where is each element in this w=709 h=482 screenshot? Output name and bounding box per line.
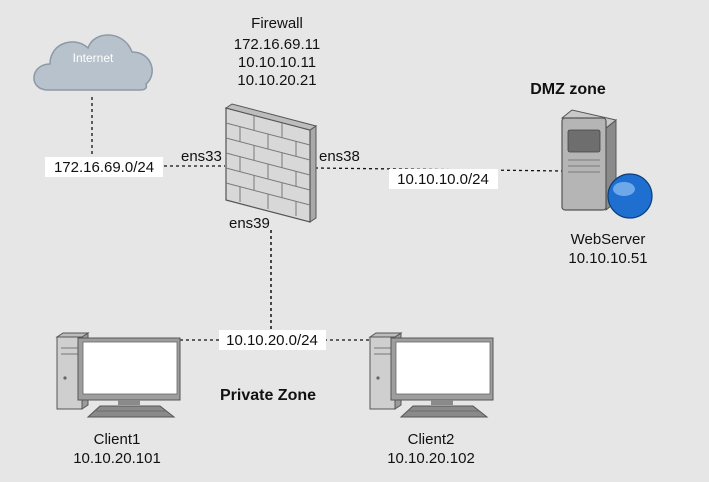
client2-name: Client2	[408, 431, 455, 448]
firewall-ip-1: 172.16.69.11	[234, 36, 320, 53]
firewall-ip-2: 10.10.10.11	[238, 54, 316, 71]
computer-icon	[368, 332, 494, 418]
private-zone-label: Private Zone	[220, 387, 316, 404]
client1-name: Client1	[94, 431, 141, 448]
interface-ens39-label: ens39	[229, 215, 270, 232]
firewall-ip-3: 10.10.20.21	[237, 72, 316, 89]
firewall-icon	[224, 103, 318, 223]
interface-ens38-label: ens38	[319, 148, 360, 165]
interface-ens33-label: ens33	[181, 148, 222, 165]
webserver-ip: 10.10.10.51	[568, 250, 647, 267]
dmz-zone-label: DMZ zone	[530, 81, 606, 98]
webserver-name: WebServer	[571, 231, 646, 248]
client2-ip: 10.10.20.102	[387, 450, 475, 467]
server-icon	[560, 109, 618, 212]
globe-icon	[607, 173, 653, 219]
private-network-label: 10.10.20.0/24	[226, 332, 318, 349]
internet-network-label: 172.16.69.0/24	[54, 159, 154, 176]
cloud-icon	[33, 34, 153, 91]
firewall-title: Firewall	[251, 15, 303, 32]
dmz-network-label: 10.10.10.0/24	[397, 171, 489, 188]
computer-icon	[55, 332, 181, 418]
internet-label: Internet	[73, 51, 114, 65]
client1-ip: 10.10.20.101	[73, 450, 161, 467]
